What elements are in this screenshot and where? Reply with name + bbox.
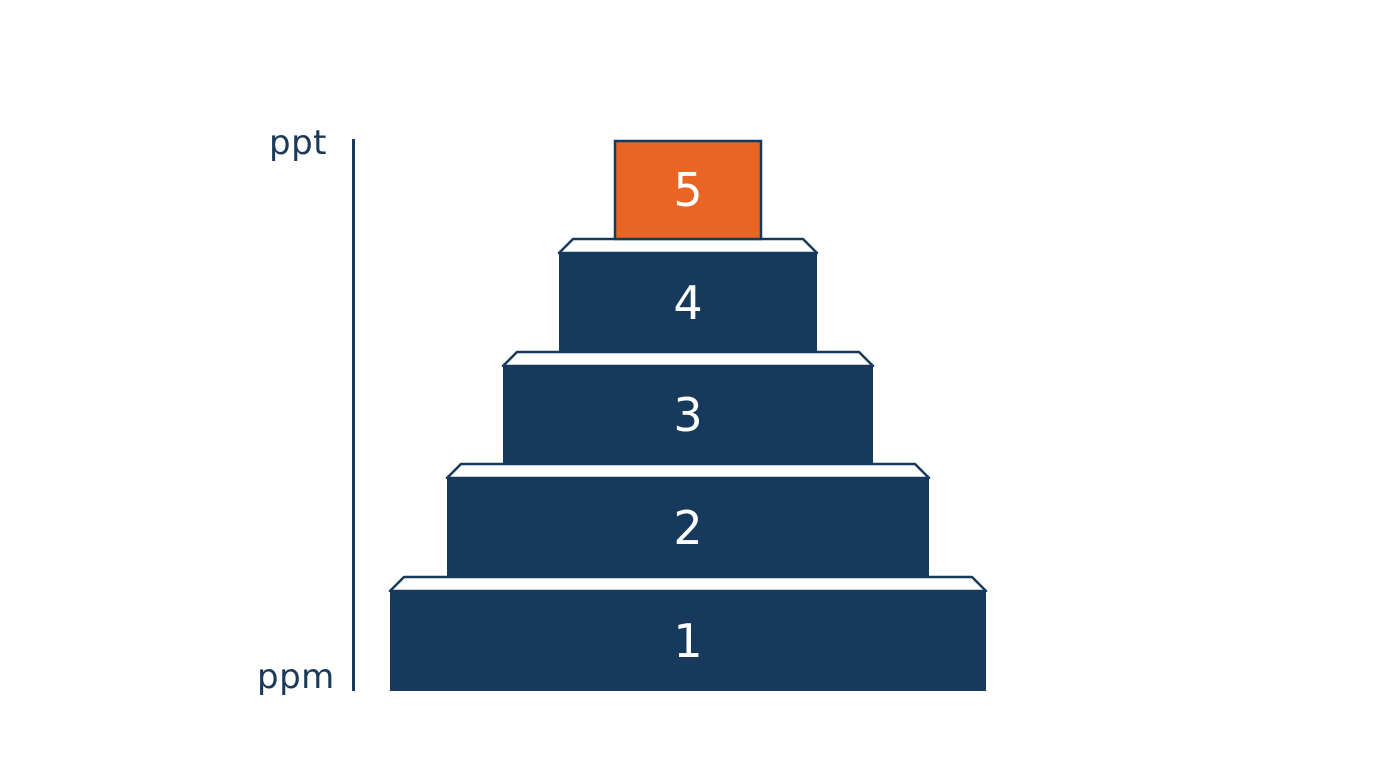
level-1-number: 1	[673, 614, 702, 668]
axis-bottom-label: ppm	[257, 657, 335, 697]
pyramid-level-2: 2	[445, 462, 931, 577]
pyramid-level-4: 4	[557, 237, 819, 352]
axis-line	[352, 139, 355, 691]
level-4-number: 4	[673, 276, 702, 330]
level-2-number: 2	[673, 501, 702, 555]
level-5-number: 5	[673, 163, 702, 217]
level-3-number: 3	[673, 388, 702, 442]
pyramid-level-1: 1	[388, 575, 988, 691]
pyramid-level-5: 5	[613, 139, 763, 241]
pyramid-level-3: 3	[501, 350, 875, 464]
axis-top-label: ppt	[269, 123, 327, 163]
